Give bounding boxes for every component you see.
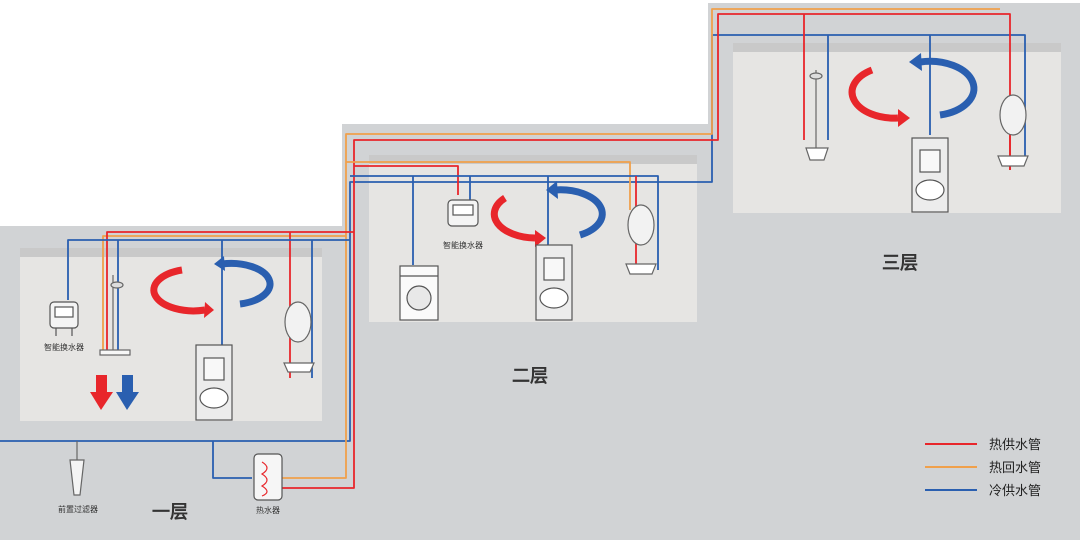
shower-icon <box>99 275 131 356</box>
basin-icon <box>625 204 657 275</box>
toilet-icon <box>535 244 573 321</box>
toilet-icon <box>911 137 949 213</box>
basin-icon <box>283 301 315 373</box>
cold-main-pipe <box>0 34 1026 442</box>
legend: 热供水管 热回水管 冷供水管 <box>925 432 1041 501</box>
legend-item-hot-supply: 热供水管 <box>925 432 1041 455</box>
shower-icon <box>805 70 829 161</box>
hot-return-trunk <box>282 8 1000 479</box>
hot-supply-trunk <box>282 13 1011 489</box>
washing-machine-icon <box>399 265 439 321</box>
f1-hot-supply-line <box>106 231 354 350</box>
cold-outflow-arrow <box>116 375 139 410</box>
legend-swatch-hot-supply <box>925 442 977 445</box>
water-heater-icon <box>253 453 283 501</box>
toilet-icon <box>195 344 233 421</box>
f1-cold-line <box>67 239 350 300</box>
legend-label-cold-supply: 冷供水管 <box>989 484 1042 499</box>
floor-1-label: 一层 <box>152 502 188 523</box>
legend-item-hot-return: 热回水管 <box>925 455 1041 478</box>
circulation-arrows-floor-1 <box>150 256 274 318</box>
f2-hot-supply-line <box>354 165 459 195</box>
smart-exchanger-label: 智能换水器 <box>443 241 483 250</box>
legend-label-hot-supply: 热供水管 <box>989 438 1042 453</box>
f1-hot-return-line <box>102 235 346 350</box>
legend-label-hot-return: 热回水管 <box>989 461 1042 476</box>
basin-icon <box>997 94 1029 167</box>
legend-swatch-hot-return <box>925 465 977 468</box>
floor-2-label: 二层 <box>512 366 548 387</box>
pre-filter-icon <box>69 441 85 496</box>
water-heater-label: 热水器 <box>256 506 280 515</box>
hot-outflow-arrow <box>90 375 113 410</box>
f2-cold-line <box>350 175 659 270</box>
smart-exchanger-icon <box>49 301 79 336</box>
circulation-arrows-floor-3 <box>848 53 978 127</box>
f2-hot-return-line <box>346 161 631 210</box>
legend-item-cold-supply: 冷供水管 <box>925 478 1041 501</box>
circulation-arrows-floor-2 <box>490 181 606 247</box>
heater-cold-in <box>212 441 252 479</box>
floor-3-label: 三层 <box>882 253 918 274</box>
smart-exchanger-icon <box>447 199 479 227</box>
smart-exchanger-label: 智能换水器 <box>44 343 84 352</box>
pre-filter-label: 前置过滤器 <box>58 505 98 514</box>
legend-swatch-cold-supply <box>925 488 977 491</box>
